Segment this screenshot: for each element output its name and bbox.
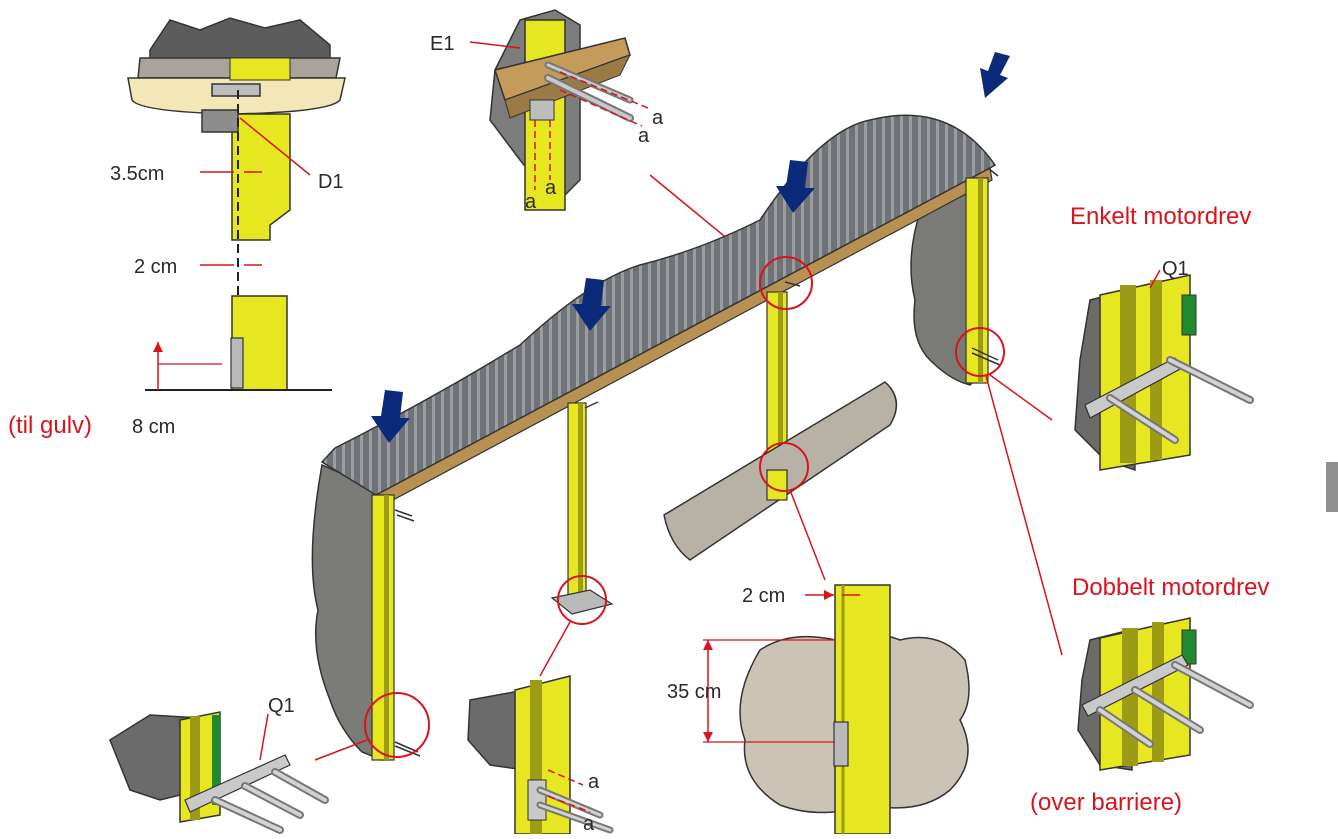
e1-label: E1: [430, 33, 454, 55]
a-label-bottom-1: a: [588, 771, 600, 793]
post-left-end: [371, 494, 395, 761]
detail-e1-bracket: [469, 9, 649, 211]
a-label-top-1: a: [652, 107, 664, 129]
circle-callout-icon: [759, 442, 809, 492]
corrugated-roof: [320, 114, 997, 496]
q1-label-bottom: Q1: [268, 695, 295, 717]
detail-ceiling-anchor: [127, 17, 346, 391]
circle-callout-icon: [557, 575, 607, 625]
d1-label: D1: [318, 171, 344, 193]
til-gulv-label: (til gulv): [8, 412, 92, 439]
post-right-end: [965, 177, 989, 384]
side-scroll-tab: [1326, 462, 1338, 512]
circle-callout-icon: [759, 256, 813, 310]
down-arrow-icon: [980, 52, 1010, 98]
callout-leaders: [314, 374, 1063, 761]
dim-2cm-bottom-label: 2 cm: [742, 585, 785, 607]
callout-circles: [364, 256, 1005, 758]
a-label-bottom-2: a: [583, 813, 595, 834]
dobbelt-motordrev-label: Dobbelt motordrev: [1072, 574, 1269, 601]
dim-2cm-label: 2 cm: [134, 256, 177, 278]
support-beam: [375, 167, 993, 509]
circle-callout-icon: [364, 692, 430, 758]
detail-floor-anchor: [703, 584, 970, 835]
a-label-top-4: a: [545, 177, 557, 199]
dim-3-5cm-label: 3.5cm: [110, 163, 164, 185]
left-wall: [311, 463, 383, 762]
enkelt-motordrev-label: Enkelt motordrev: [1070, 203, 1251, 230]
dim-8cm-label: 8 cm: [132, 416, 175, 438]
post-base-plate: [550, 589, 614, 615]
detail-wall-bracket-q1: [109, 711, 329, 834]
circle-callout-icon: [955, 327, 1005, 377]
detail-post-base-bracket: [467, 675, 614, 835]
a-label-top-3: a: [525, 191, 537, 213]
dim-35cm-label: 35 cm: [667, 681, 721, 703]
detail-double-motordrive: [1077, 617, 1254, 771]
down-arrow-icon: [776, 160, 815, 213]
q1-label-top: Q1: [1162, 258, 1189, 280]
down-arrow-icon: [572, 278, 611, 331]
main-structure: [311, 114, 1001, 762]
a-label-top-2: a: [638, 125, 650, 147]
load-arrows: [371, 52, 1010, 443]
down-arrow-icon: [371, 390, 410, 443]
detail-single-motordrive: [1074, 269, 1254, 472]
post-middle-left: [567, 402, 587, 602]
over-barriere-label: (over barriere): [1030, 789, 1182, 816]
